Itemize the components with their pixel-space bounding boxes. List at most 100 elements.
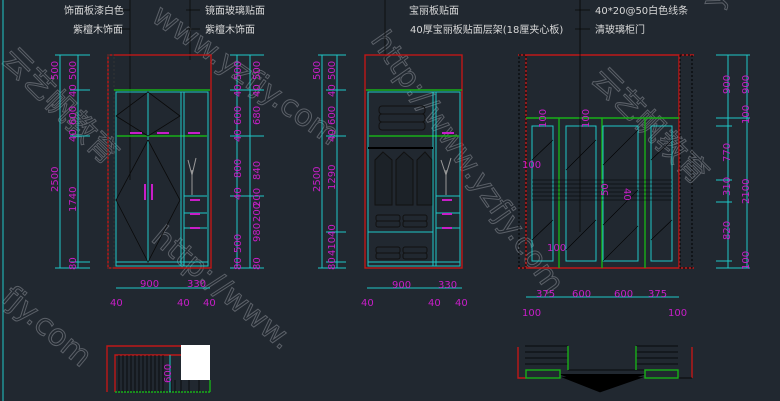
annotation: 镜面玻璃贴面 xyxy=(205,4,265,17)
drawing-stroke xyxy=(525,369,561,379)
dimension-labels: 500 2500 500 40 600 40 1290 40 410 80 90… xyxy=(312,61,468,309)
dimension-label: 80 xyxy=(252,257,263,270)
dimension-label: 80 xyxy=(68,257,79,270)
dimension-label: 40 xyxy=(327,129,338,142)
dimension-label: 375 xyxy=(536,289,555,300)
drawing-stroke xyxy=(525,345,692,393)
dimension-label: 2100 xyxy=(741,179,752,204)
annotation: 40厚宝丽板贴面层架(18厘夹心板) xyxy=(410,23,563,36)
drawing-stroke xyxy=(402,246,428,254)
drawing-stroke xyxy=(374,151,393,206)
dimension-label: 1290 xyxy=(327,165,338,190)
dimension-label: 840 xyxy=(252,161,263,180)
dimension-label: 820 xyxy=(722,221,733,240)
annotation: 紫檀木饰面 xyxy=(73,23,123,36)
dimension-label: 600 xyxy=(163,364,174,383)
drawing-stroke xyxy=(402,252,428,260)
drawing-stroke xyxy=(378,121,426,131)
plant-icon xyxy=(440,157,452,195)
drawing-stroke xyxy=(650,219,673,241)
glass-door xyxy=(650,125,673,262)
drawing-stroke xyxy=(375,220,401,228)
dimension-label: 云艺帆教育 xyxy=(0,41,125,172)
annotation: 紫檀木饰面 xyxy=(205,23,255,36)
dimension-label: 100 xyxy=(547,243,566,254)
drawing-stroke xyxy=(602,189,639,226)
drawing-stroke xyxy=(118,355,200,392)
dimension-label: 1740 xyxy=(68,187,79,212)
dimension-label: 410 xyxy=(327,237,338,256)
drawing-stroke xyxy=(644,369,679,379)
dimension-label: 40 xyxy=(110,298,123,309)
dimension-label: 330 xyxy=(438,280,457,291)
dimension-label: 40 xyxy=(68,129,79,142)
glass-door xyxy=(602,125,639,262)
dimension-label: 770 xyxy=(722,143,733,162)
dimension-label: 100 xyxy=(581,109,592,128)
drawing-stroke xyxy=(115,139,181,263)
dimension-label: 40 xyxy=(233,84,244,97)
dimension-label: 100 xyxy=(668,308,687,319)
dimension-label: 40 xyxy=(68,84,79,97)
plan-1: 600 xyxy=(106,345,211,393)
dimension-label: 900 xyxy=(722,75,733,94)
plant-icon xyxy=(187,157,197,195)
dimension-label: 40 xyxy=(621,188,632,201)
dimension-label: 80 xyxy=(327,257,338,270)
drawing-stroke xyxy=(106,345,181,392)
dimension-label: 310 xyxy=(722,177,733,196)
drawing-stroke xyxy=(602,225,639,262)
drawing-stroke xyxy=(561,376,644,393)
dimension-label: 200 xyxy=(252,188,263,207)
dimension-label: 100 xyxy=(522,160,541,171)
dimension-label: 600 xyxy=(572,289,591,300)
dimension-label: 200 xyxy=(252,203,263,222)
elevation-1: 500 2500 500 40 600 40 1740 80 500 40 60… xyxy=(50,54,264,309)
dimension-label: 100 xyxy=(741,251,752,270)
dimension-label: 900 xyxy=(741,75,752,94)
dimension-label: 50 xyxy=(600,183,611,196)
dimension-label: 100 xyxy=(538,109,549,128)
annotation: 40*20@50白色线条 xyxy=(595,4,688,17)
drawing-stroke xyxy=(518,54,527,269)
drawing-stroke xyxy=(402,214,428,222)
dimension-label: 980 xyxy=(252,223,263,242)
drawing-stroke xyxy=(375,246,401,254)
plan-2 xyxy=(517,345,693,393)
dimension-label: 375 xyxy=(648,289,667,300)
dimension-label: 330 xyxy=(187,279,206,290)
dimension-label: 80 xyxy=(233,257,244,270)
dimension-label: 2500 xyxy=(50,167,61,192)
folded-clothes xyxy=(375,105,428,260)
dimension-label: 500 xyxy=(252,61,263,80)
dimension-label: 500 xyxy=(68,61,79,80)
dimension-label: 40 xyxy=(327,224,338,237)
dimension-label: yzfjy xyxy=(695,0,752,13)
dimension-label: 600 xyxy=(233,106,244,125)
dimension-label: 600 xyxy=(614,289,633,300)
annotation-labels: 饰面板漆白色 紫檀木饰面 镜面玻璃贴面 紫檀木饰面 宝丽板贴面 40厚宝丽板贴面… xyxy=(64,4,688,36)
dimension-label: 40 xyxy=(177,298,190,309)
drawing-stroke xyxy=(395,151,414,206)
drawing-stroke xyxy=(565,139,597,171)
hanging-clothes xyxy=(374,151,433,206)
elevation-2: 500 2500 500 40 600 40 1290 40 410 80 90… xyxy=(312,54,468,309)
white-block xyxy=(181,345,210,380)
dimension-label: 40 xyxy=(203,298,216,309)
glass-door xyxy=(531,125,554,262)
dimension-label: 40 xyxy=(233,129,244,142)
dimension-label: 500 xyxy=(327,61,338,80)
dimension-label: 600 xyxy=(327,106,338,125)
annotation: 清玻璃柜门 xyxy=(595,23,645,36)
dimension-label: 600 xyxy=(68,106,79,125)
drawing-stroke xyxy=(650,139,673,161)
drawing-stroke xyxy=(602,129,639,166)
dimension-label: 40 xyxy=(428,298,441,309)
dimension-label: 500 xyxy=(233,234,244,253)
drawing-stroke xyxy=(565,219,597,251)
dimension-label: 2500 xyxy=(312,167,323,192)
drawing-stroke xyxy=(115,91,209,267)
dimension-label: fjy.com xyxy=(0,279,99,374)
drawing-stroke xyxy=(679,54,693,269)
